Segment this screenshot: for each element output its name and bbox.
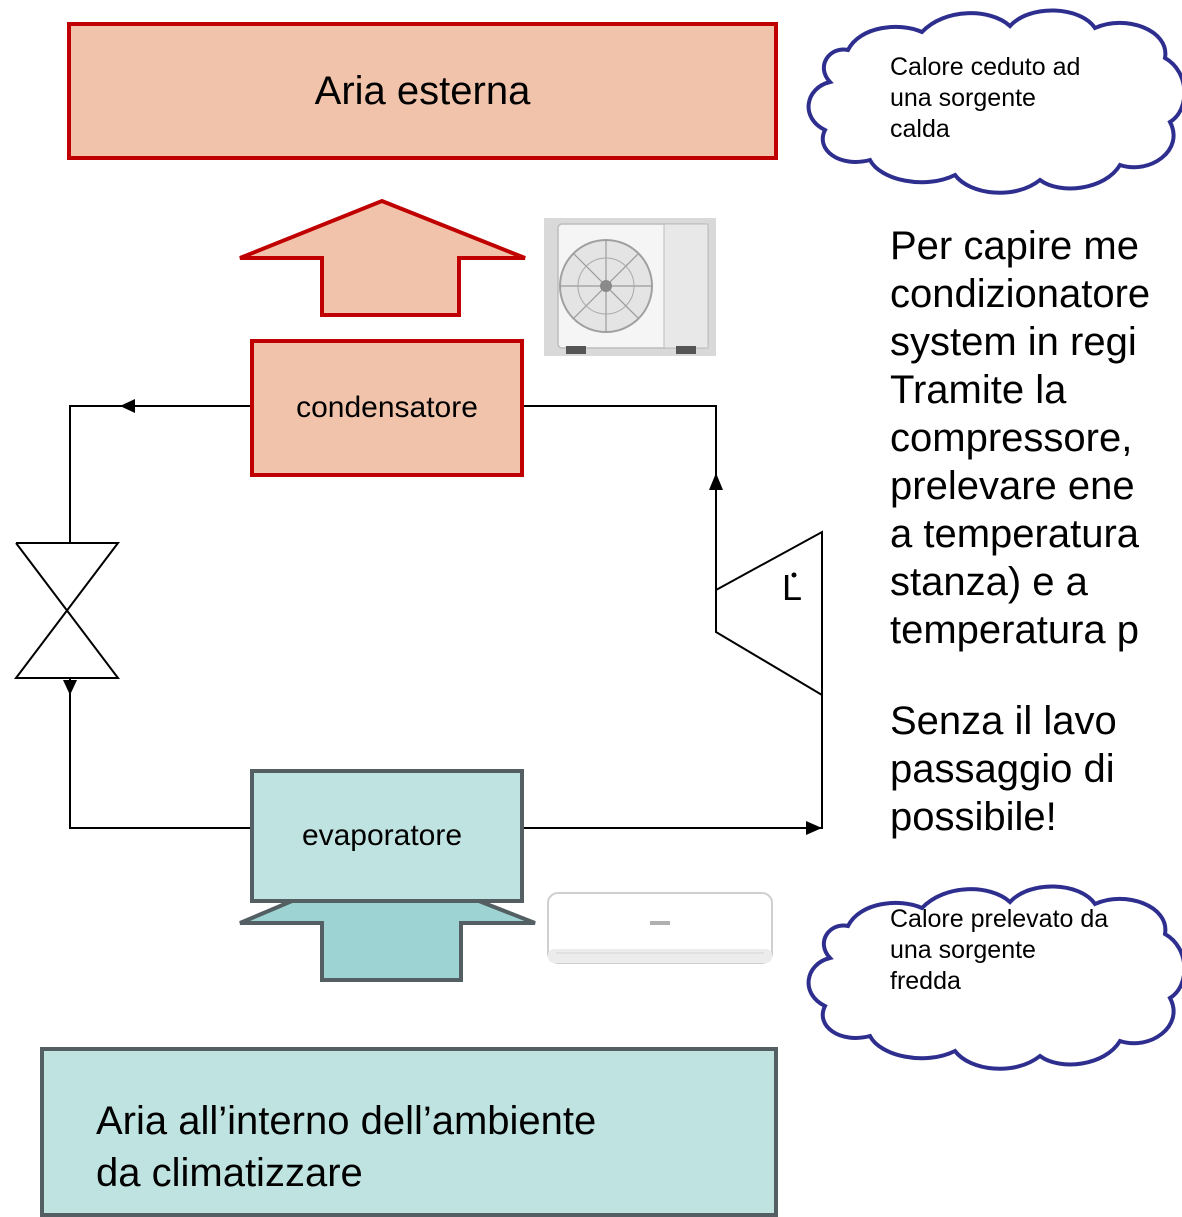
paragraph-line: Per capire me — [890, 224, 1139, 268]
cloud-bottom-shape — [806, 884, 1182, 1071]
outdoor-unit-image — [544, 218, 716, 356]
flow-arrow-up-icon — [709, 473, 723, 490]
paragraph-line: stanza) e a — [890, 560, 1088, 604]
cloud-top-line-3: calda — [890, 115, 950, 143]
cloud-top-line-2: una sorgente — [890, 84, 1036, 112]
condenser-label: condensatore — [296, 391, 478, 424]
outside-air-box: Aria esterna — [67, 22, 778, 160]
condenser-box: condensatore — [250, 339, 524, 477]
compressor-icon — [715, 530, 823, 697]
line-condenser-to-valve — [69, 405, 250, 543]
heat-rejection-arrow-icon — [239, 198, 526, 317]
cloud-bottom-line-2: una sorgente — [890, 936, 1036, 964]
line-valve-to-evaporator — [69, 678, 250, 829]
cloud-bottom-line-3: fredda — [890, 967, 961, 995]
line-compressor-to-condenser — [524, 405, 717, 590]
paragraph-line: a temperatura — [890, 512, 1140, 556]
paragraph-line: condizionatore — [890, 272, 1151, 316]
paragraph-line: Tramite la — [890, 368, 1067, 412]
conclusion-paragraph: Senza il lavo passaggio di possibile! — [890, 697, 1117, 841]
outside-air-label: Aria esterna — [314, 68, 531, 113]
flow-arrow-right-icon — [806, 821, 822, 835]
cloud-bottom-text: Calore prelevato da una sorgente fredda — [890, 904, 1108, 997]
paragraph-line: prelevare ene — [890, 464, 1135, 508]
explanation-paragraph: Per capire me condizionatore system in r… — [890, 222, 1150, 654]
evaporator-label: evaporatore — [301, 819, 463, 852]
expansion-valve-icon — [13, 542, 121, 679]
paragraph-line: temperatura p — [890, 608, 1140, 652]
paragraph-line: system in regi — [890, 320, 1137, 364]
work-symbol: L — [782, 567, 802, 608]
cloud-top-line-1: Calore ceduto ad — [890, 53, 1081, 81]
cloud-bottom-line-1: Calore prelevato da — [890, 905, 1109, 933]
flow-arrow-left-icon — [120, 399, 135, 413]
inside-air-label-line-2: da climatizzare — [96, 1151, 363, 1195]
cloud-top-shape — [806, 8, 1182, 195]
inside-air-label-line-1: Aria all’interno dell’ambiente — [96, 1099, 597, 1143]
paragraph-line: Senza il lavo — [890, 699, 1117, 743]
paragraph-line: possibile! — [890, 795, 1057, 839]
evaporator-box: evaporatore — [250, 769, 524, 903]
work-dot — [791, 572, 797, 578]
paragraph-line: passaggio di — [890, 747, 1115, 791]
paragraph-line: compressore, — [890, 416, 1133, 460]
cloud-top-text: Calore ceduto ad una sorgente calda — [890, 52, 1080, 145]
line-evaporator-to-compressor — [524, 695, 823, 829]
flow-arrow-down-icon — [63, 680, 77, 695]
inside-air-box: Aria all’interno dell’ambiente da climat… — [40, 1047, 778, 1217]
indoor-unit-image — [547, 892, 773, 964]
